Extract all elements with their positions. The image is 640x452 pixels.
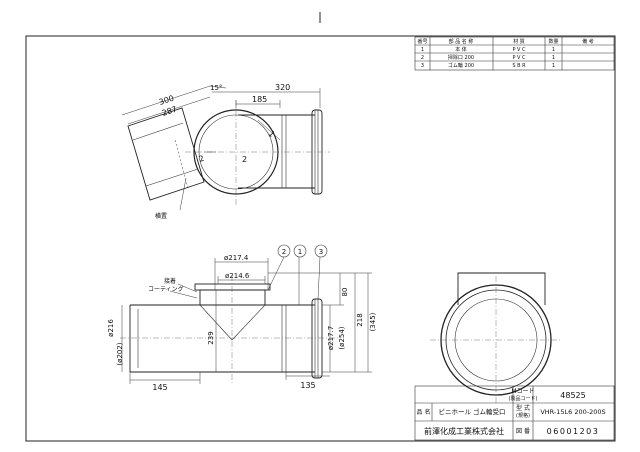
model-value: VHR-15L6 200-200S: [540, 408, 605, 416]
product-label: 品 名: [417, 408, 431, 416]
balloon-3: [314, 244, 328, 258]
dim-214-6: ø214.6: [225, 272, 250, 280]
label-settaku: 接着: [164, 277, 176, 285]
front-view: 2 1 3 ø217.4 ø214.6 接着 コーティング 80 218 (34…: [107, 244, 377, 392]
dim-202: (ø202): [116, 342, 124, 365]
drawing-no-label: 図 番: [516, 428, 530, 435]
table-cell-no: 3: [421, 63, 424, 69]
table-header-no: 番号: [417, 38, 427, 45]
dim-239: 239: [207, 331, 215, 344]
dim-80: 80: [341, 288, 349, 297]
dim-135: 135: [300, 381, 315, 390]
balloon-label-3: 3: [319, 248, 323, 256]
table-cell-material: S B R: [512, 63, 526, 69]
dim-145: 145: [152, 383, 167, 392]
title-block: Mコード (製品コード) 48525 品 名 ビニホール ゴム輪受口 型 式 (…: [414, 385, 615, 441]
drawing-border: [25, 35, 616, 442]
balloon-label-1: 1: [267, 129, 277, 139]
dim-217-4: ø217.4: [224, 254, 249, 262]
dim-320: 320: [275, 83, 290, 92]
label-coating: コーティング: [148, 285, 184, 293]
label-yokooki: 横置: [155, 212, 167, 220]
dim-217-7: ø217.7: [327, 326, 335, 350]
table-cell-name: 掃除口 200: [448, 54, 474, 61]
table-header-material: 材 質: [513, 38, 525, 45]
table-cell-no: 1: [421, 47, 424, 53]
product-name: ビニホール ゴム輪受口: [438, 407, 505, 416]
dim-345: (345): [369, 312, 377, 331]
table-cell-name: ゴム輪 200: [448, 62, 474, 69]
m-code-sub: (製品コード): [509, 395, 538, 402]
dim-15-degrees: 15°: [210, 84, 222, 92]
table-header-qty: 数量: [548, 38, 558, 45]
m-code-value: 48525: [560, 391, 585, 400]
parts-table: 番号 部 品 名 称 材 質 数量 備 考 1 本 体 P V C 1 2 掃除…: [414, 36, 615, 71]
side-view: [430, 272, 562, 405]
dim-300: 300: [158, 94, 175, 107]
company-name: 前澤化成工業株式会社: [424, 426, 504, 436]
table-cell-material: P V C: [512, 55, 526, 61]
dim-185: 185: [252, 95, 267, 104]
table-cell-name: 本 体: [455, 46, 467, 53]
balloon-label-2: 2: [282, 248, 286, 256]
table-header-name: 部 品 名 称: [449, 38, 474, 45]
balloon-label-2b: 2: [198, 154, 206, 164]
table-cell-qty: 1: [552, 47, 555, 53]
dim-218: 218: [356, 313, 364, 326]
model-label: 型 式: [516, 404, 530, 412]
balloon-2: [277, 244, 291, 258]
table-cell-qty: 1: [552, 55, 555, 61]
m-code-label: Mコード: [511, 388, 534, 395]
model-sub: (規格): [516, 412, 530, 419]
table-header-note: 備 考: [582, 38, 594, 45]
drawing-no: 06001203: [547, 427, 600, 436]
table-cell-qty: 1: [552, 63, 555, 69]
dim-216: ø216: [107, 319, 115, 337]
table-cell-no: 2: [421, 55, 424, 61]
top-view: 300 287 15° 320 185 1 2 2 横置: [121, 83, 330, 220]
dim-254: (ø254): [338, 326, 346, 349]
balloon-1: [293, 244, 307, 258]
table-cell-material: P V C: [512, 47, 526, 53]
balloon-label-1: 1: [298, 248, 302, 256]
dim-287: 287: [161, 105, 178, 118]
balloon-label-2: 2: [242, 155, 247, 164]
